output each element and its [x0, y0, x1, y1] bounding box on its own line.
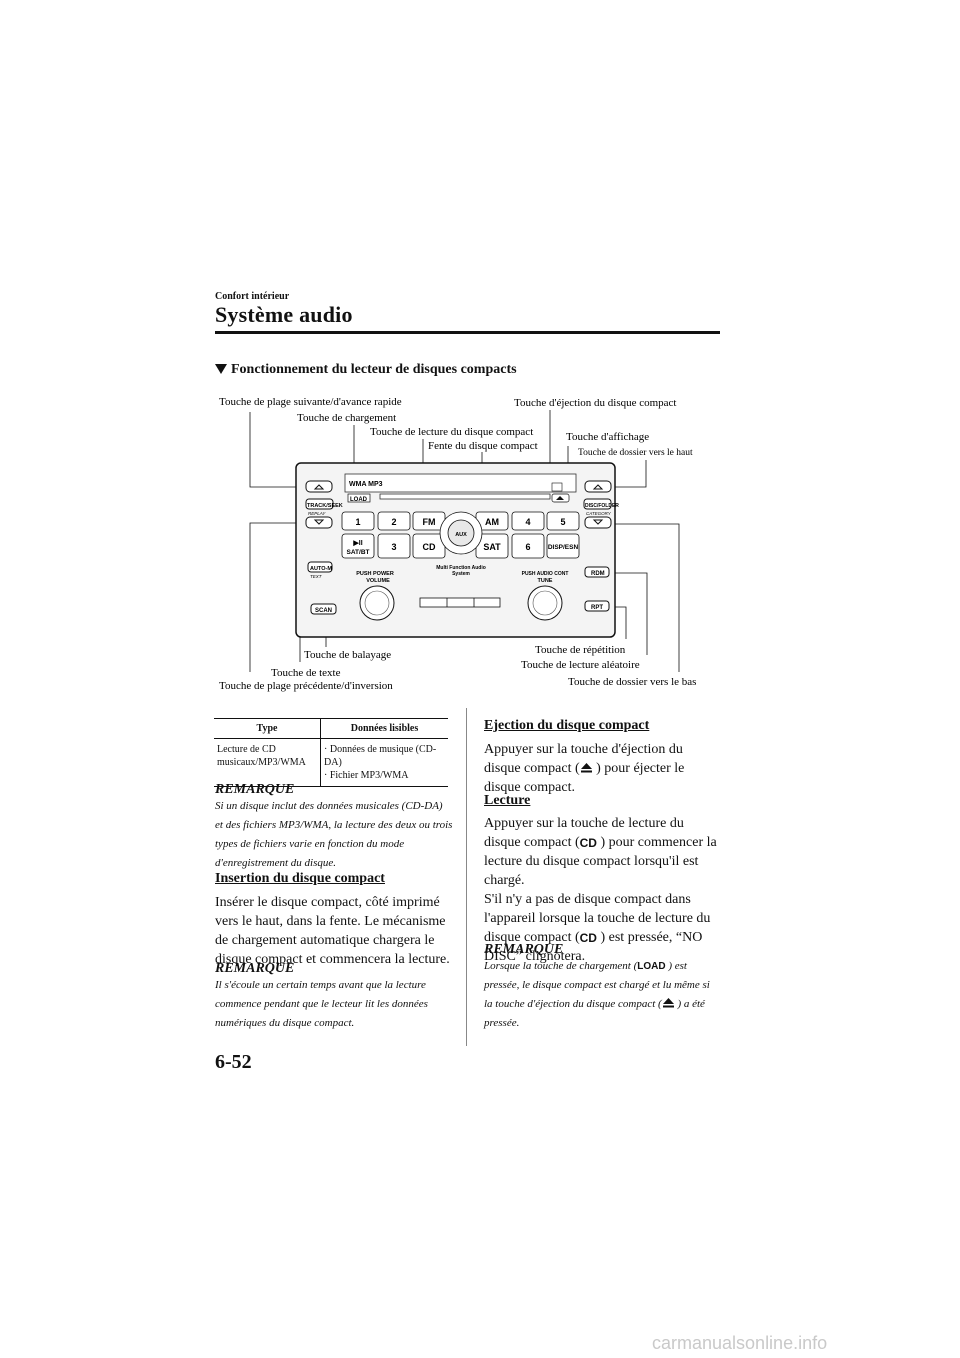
load-icon: LOAD [637, 961, 666, 972]
callout-slot: Fente du disque compact [428, 440, 538, 452]
callout-load: Touche de chargement [297, 412, 396, 424]
mfa-line2: System [452, 571, 470, 577]
callout-random: Touche de lecture aléatoire [521, 659, 640, 671]
readable-data-table: Type Données lisibles Lecture de CD musi… [214, 718, 448, 787]
disc-folder-label: DISC/FOLDER [585, 503, 619, 509]
mfa-line1: Multi Function Audio [436, 565, 486, 571]
section-label: Confort intérieur [215, 291, 290, 302]
callout-folder-up: Touche de dossier vers le haut [578, 448, 693, 458]
insertion-heading: Insertion du disque compact [215, 871, 385, 886]
preset-3-label: 3 [391, 542, 396, 552]
scan-label: SCAN [315, 608, 332, 614]
preset-1-label: 1 [355, 517, 360, 527]
remarque-3-title: REMARQUE [484, 942, 564, 957]
remarque-3-text: Lorsque la touche de chargement (LOAD ) … [484, 960, 710, 1029]
track-seek-label: TRACK/SEEK [307, 503, 343, 509]
title-rule [215, 331, 720, 334]
sat-label: SAT [483, 542, 501, 552]
remarque-1-text: Si un disque inclut des données musicale… [215, 800, 453, 869]
auto-m-label: AUTO-M [310, 566, 332, 572]
page-title: Système audio [215, 302, 353, 327]
cd-label: CD [423, 542, 436, 552]
eject-heading: Ejection du disque compact [484, 718, 650, 733]
volume-label: VOLUME [366, 578, 390, 584]
table-cell-data: · Données de musique (CD-DA) · Fichier M… [320, 738, 448, 787]
callout-display: Touche d'affichage [566, 431, 649, 443]
callout-folder-down: Touche de dossier vers le bas [568, 676, 696, 688]
preset-4-label: 4 [525, 517, 530, 527]
eject-text: Appuyer sur la touche d'éjection du disq… [484, 742, 685, 795]
preset-6-label: 6 [525, 542, 530, 552]
callout-repeat: Touche de répétition [535, 644, 626, 656]
table-data-line: · Données de musique (CD-DA) [324, 744, 437, 768]
preset-5-label: 5 [560, 517, 565, 527]
subheading: Fonctionnement du lecteur de disques com… [215, 362, 517, 378]
text-label: TEXT [310, 574, 323, 579]
push-power-label: PUSH POWER [356, 571, 394, 577]
table-data-line: · Fichier MP3/WMA [324, 770, 409, 781]
preset-2-label: 2 [391, 517, 396, 527]
eject-icon [580, 763, 592, 773]
callout-scan: Touche de balayage [304, 649, 391, 661]
am-label: AM [485, 517, 499, 527]
tune-label: TUNE [538, 578, 553, 584]
lecture-text: Appuyer sur la touche de lecture du disq… [484, 816, 717, 964]
watermark: carmanualsonline.info [652, 1333, 828, 1353]
table-header-type: Type [214, 718, 321, 739]
eject-icon [662, 998, 674, 1008]
table-row: Lecture de CD musicaux/MP3/WMA · Données… [214, 738, 448, 787]
rdm-label: RDM [591, 571, 605, 577]
callout-eject: Touche d'éjection du disque compact [514, 397, 677, 409]
remarque-1-title: REMARQUE [215, 782, 295, 797]
callout-cd-play: Touche de lecture du disque compact [370, 426, 533, 438]
callout-prev-track: Touche de plage précédente/d'inversion [219, 680, 393, 692]
disp-esn-label: DISP/ESN [548, 544, 579, 551]
leader-lines [249, 410, 680, 672]
category-label: CATEGORY [586, 511, 612, 516]
remarque-2-title: REMARQUE [215, 961, 295, 976]
cd-icon: CD [579, 836, 597, 850]
cd-icon: CD [579, 931, 597, 945]
head-unit: WMA MP3 LOAD TRACK/SEEK REPLAY AUTO-M TE… [295, 462, 619, 638]
table-header-data: Données lisibles [320, 718, 448, 739]
callout-text: Touche de texte [271, 667, 341, 679]
fm-label: FM [423, 517, 436, 527]
column-divider [466, 708, 467, 1046]
sat-bt-label: SAT/BT [347, 549, 370, 556]
insertion-text: Insérer le disque compact, côté imprimé … [215, 895, 450, 967]
replay-label: REPLAY [308, 511, 326, 516]
subheading-text: Fonctionnement du lecteur de disques com… [231, 362, 517, 377]
aux-label: AUX [455, 532, 467, 538]
down-triangle-icon [215, 364, 227, 374]
push-audio-label: PUSH AUDIO CONT [522, 571, 569, 577]
load-button-label: LOAD [350, 497, 368, 503]
page-number: 6-52 [215, 1051, 252, 1073]
rpt-label: RPT [591, 605, 603, 611]
table-cell-type: Lecture de CD musicaux/MP3/WMA [214, 738, 321, 787]
remarque-2-text: Il s'écoule un certain temps avant que l… [215, 979, 428, 1029]
callout-next-track: Touche de plage suivante/d'avance rapide [219, 396, 402, 408]
play-pause-label: ▶II [352, 540, 362, 547]
lecture-heading: Lecture [484, 793, 531, 808]
wma-mp3-label: WMA MP3 [349, 481, 383, 488]
